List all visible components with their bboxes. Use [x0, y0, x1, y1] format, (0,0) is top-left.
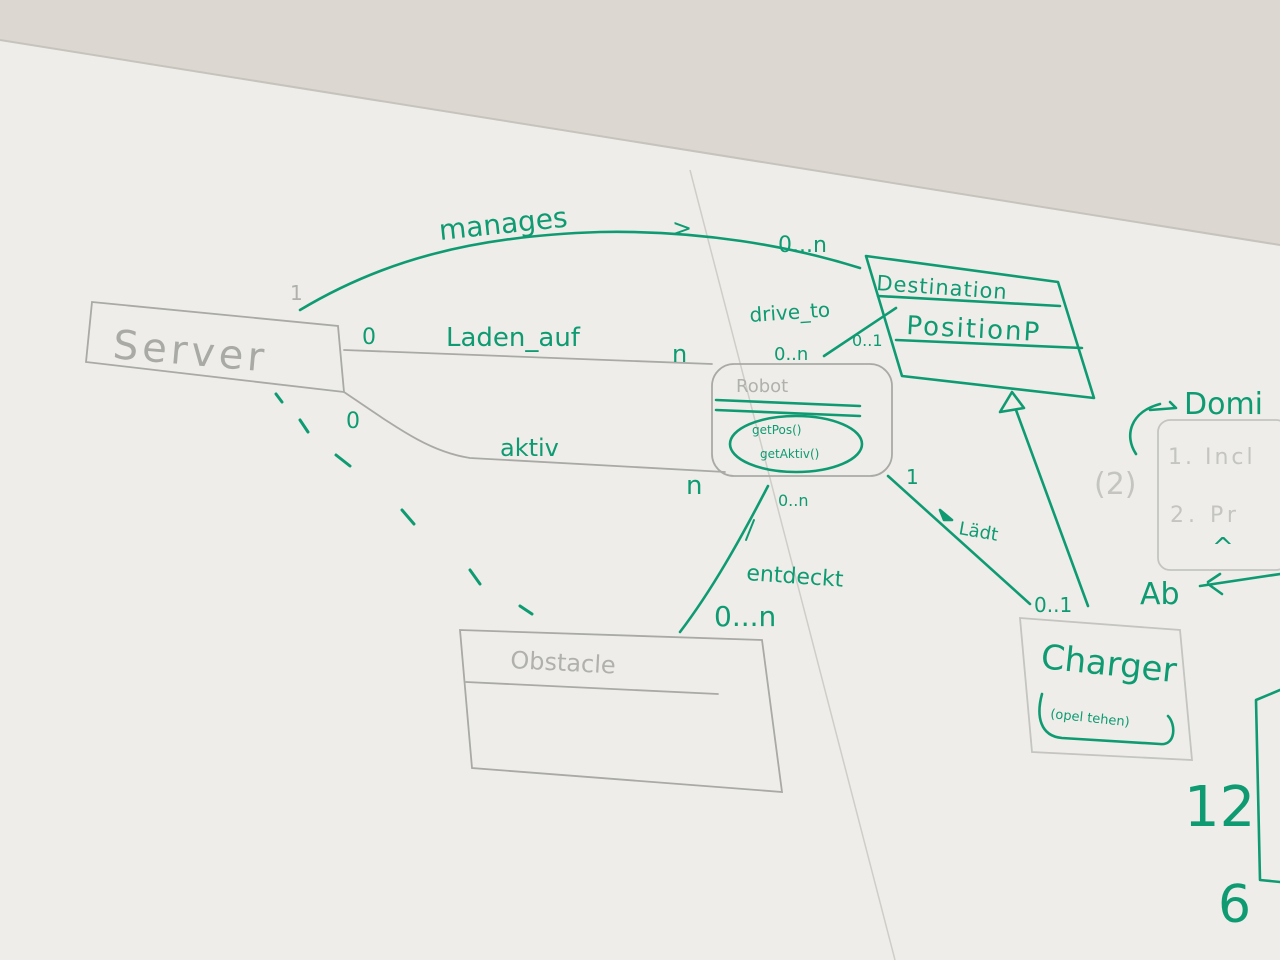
robot-method-2: getAktiv() [760, 447, 819, 461]
drive-to-target-mult: 0..1 [852, 331, 883, 350]
aktiv-target-mult: n [686, 471, 702, 501]
wall-area [0, 0, 1280, 245]
entdeckt-target-mult: 0...n [714, 600, 776, 633]
ab-arrow [1198, 572, 1280, 596]
domi-number-marker: (2) [1094, 467, 1137, 502]
obstacle-class-name: Obstacle [510, 646, 617, 679]
robot-methods-circle [728, 414, 864, 474]
laden-auf-source-mult: 0 [362, 325, 376, 350]
manages-target-mult: 0...n [778, 233, 827, 258]
laden-auf-label: Laden_auf [446, 323, 581, 353]
laedt-target-mult: 0..1 [1034, 593, 1072, 617]
domi-item-2: 2. Pr [1170, 503, 1240, 528]
laden-auf-target-mult: n [672, 340, 687, 368]
charger-note-bracket [1038, 692, 1175, 746]
drive-to-source-mult: 0..n [774, 344, 808, 365]
server-obstacle-source-mult: 0 [346, 409, 360, 434]
right-edge-box [1254, 688, 1280, 884]
robot-class-name: Robot [736, 376, 788, 397]
charger-class-box [1019, 617, 1193, 761]
side-number-6: 6 [1218, 875, 1251, 935]
inheritance-arrowhead [998, 390, 1026, 414]
destination-attribute: PositionP [906, 311, 1042, 348]
robot-divider-1 [714, 398, 862, 408]
inheritance-line [1014, 408, 1090, 608]
laedt-direction-arrow [938, 508, 954, 522]
domi-arrow [1148, 400, 1178, 412]
domi-title: Domi [1184, 387, 1263, 422]
manages-arrow: > [672, 214, 692, 242]
destination-class-box [864, 254, 1096, 400]
side-number-12: 12 [1184, 775, 1255, 840]
domi-caret: ^ [1212, 533, 1234, 563]
pencil-layer [85, 301, 1280, 793]
aktiv-label: aktiv [500, 434, 559, 462]
domi-brace [1128, 402, 1162, 456]
destination-divider-2 [894, 338, 1084, 350]
obstacle-class-box [459, 629, 784, 793]
aktiv-guide [343, 391, 726, 473]
manages-association-line [298, 230, 862, 312]
laedt-association-line [886, 474, 1032, 606]
robot-class-box [711, 363, 893, 477]
labels: Server Robot getPos() getAktiv() Destina… [111, 201, 1263, 935]
board-panel-seam [689, 169, 896, 960]
server-obstacle-association [274, 392, 534, 616]
entdeckt-association-line [678, 484, 770, 634]
laedt-source-mult: 1 [906, 465, 919, 489]
drive-to-label: drive_to [749, 297, 831, 327]
domi-item-1: 1. Incl [1168, 445, 1256, 470]
drive-to-association-line [822, 306, 898, 358]
domi-note-box [1157, 419, 1280, 571]
robot-method-1: getPos() [752, 423, 801, 437]
manages-source-mult: 1 [290, 281, 303, 305]
robot-divider-2 [714, 408, 862, 418]
entdeckt-source-mult: 0..n [778, 491, 809, 510]
laden-auf-guide [343, 349, 713, 365]
marker-layer [298, 230, 1280, 884]
destination-divider-1 [876, 294, 1062, 308]
entdeckt-association-line-2 [745, 519, 755, 541]
obstacle-divider [465, 681, 719, 695]
board-top-edge [0, 39, 1280, 246]
ab-label: Ab [1140, 577, 1180, 612]
